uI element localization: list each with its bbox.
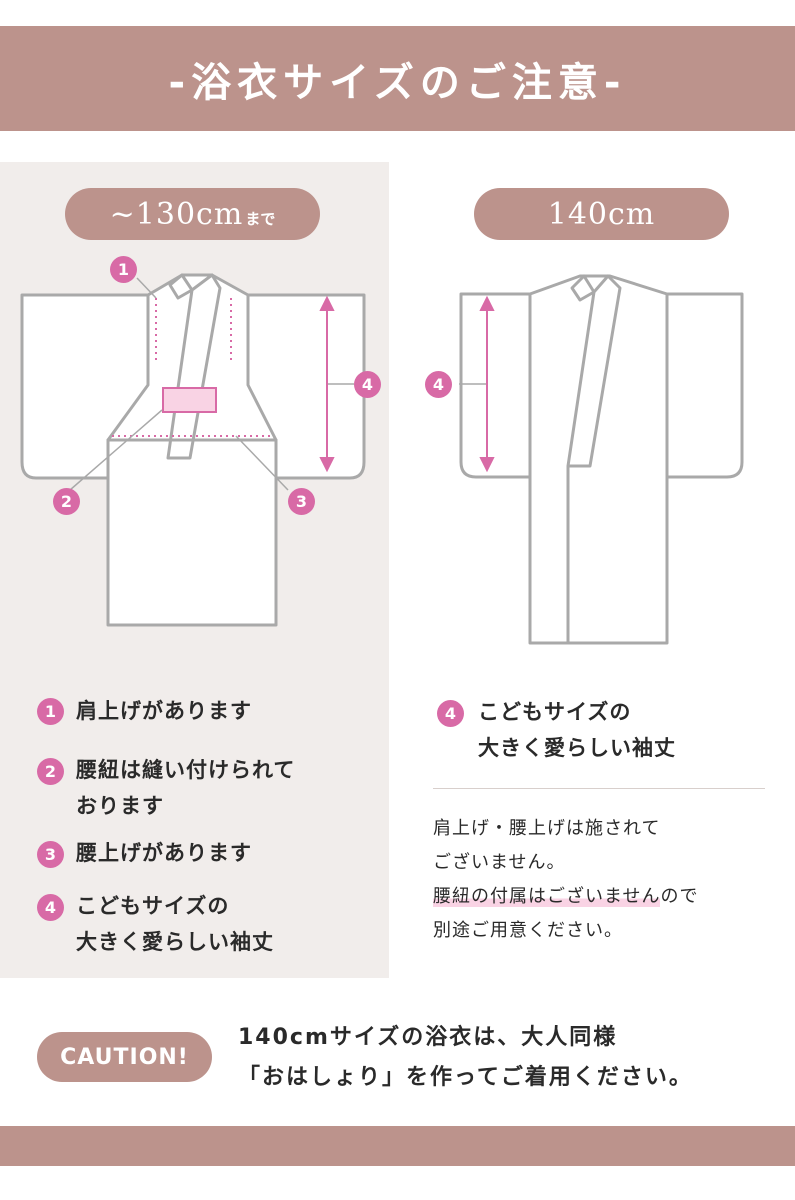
note-line-3-rest: ので [660,886,699,907]
size-pill-140: 140cm [474,188,729,240]
size-pill-130: ~130cm まで [65,188,320,240]
note-line-4: 別途ご用意ください。 [433,920,623,941]
list-item-2-line-1: 腰紐は縫い付けられて [76,758,296,782]
waist-cord [162,387,217,413]
callout-1-badge: 1 [110,256,137,283]
sleeve-right-140 [665,292,744,479]
note-line-1: 肩上げ・腰上げは施されて [433,818,661,839]
note-line-3: 腰紐の付属はございませんので [433,880,698,914]
callout-2-badge: 2 [53,488,80,515]
page-header: -浴衣サイズのご注意- [0,26,795,131]
right-note: 肩上げ・腰上げは施されて ございません。 腰紐の付属はございませんので 別途ご用… [433,812,698,948]
list-item-4-line-2: 大きく愛らしい袖丈 [76,930,274,954]
size-label-140: 140cm [547,196,656,232]
list-item-4: こどもサイズの 大きく愛らしい袖丈 [76,888,274,960]
caution-badge: CAUTION! [37,1032,212,1082]
list-item-2: 腰紐は縫い付けられて おります [76,752,295,824]
list-num-2: 2 [37,758,64,785]
callout-4-badge: 4 [354,371,381,398]
callout-4-badge-140: 4 [425,371,452,398]
list-num-4: 4 [37,894,64,921]
right-list-num-4: 4 [437,700,464,727]
list-item-2-line-2: おります [76,794,164,818]
caution-line-1: 140cmサイズの浴衣は、大人同様 [238,1025,618,1050]
kimono-130-diagram [20,273,366,627]
note-line-2: ございません。 [433,852,566,873]
list-item-4-line-1: こどもサイズの [76,894,230,918]
callout-3-badge: 3 [288,488,315,515]
list-num-3: 3 [37,841,64,868]
size-label-130: ~130cm [109,196,244,232]
list-item-3-line-1: 腰上げがあります [76,841,252,865]
note-highlight: 腰紐の付属はございません [433,886,661,907]
right-divider [433,788,765,789]
list-num-1: 1 [37,698,64,725]
footer-bar [0,1126,795,1166]
list-item-1-line-1: 肩上げがあります [76,699,252,723]
right-list-item-4: こどもサイズの 大きく愛らしい袖丈 [478,694,676,766]
page-title: -浴衣サイズのご注意- [168,59,627,106]
right-list-item-4-line-1: こどもサイズの [478,700,632,724]
collar-band-140 [566,274,622,468]
caution-text: 140cmサイズの浴衣は、大人同様 「おはしょり」を作ってご着用ください。 [238,1018,693,1098]
kimono-body-140 [528,274,669,645]
caution-line-2: 「おはしょり」を作ってご着用ください。 [238,1065,693,1090]
list-item-3: 腰上げがあります [76,835,252,871]
kimono-140-diagram [459,274,744,645]
list-item-1: 肩上げがあります [76,693,252,729]
sleeve-left-140 [459,292,532,479]
right-list-item-4-line-2: 大きく愛らしい袖丈 [478,736,676,760]
size-suffix: まで [245,209,276,228]
